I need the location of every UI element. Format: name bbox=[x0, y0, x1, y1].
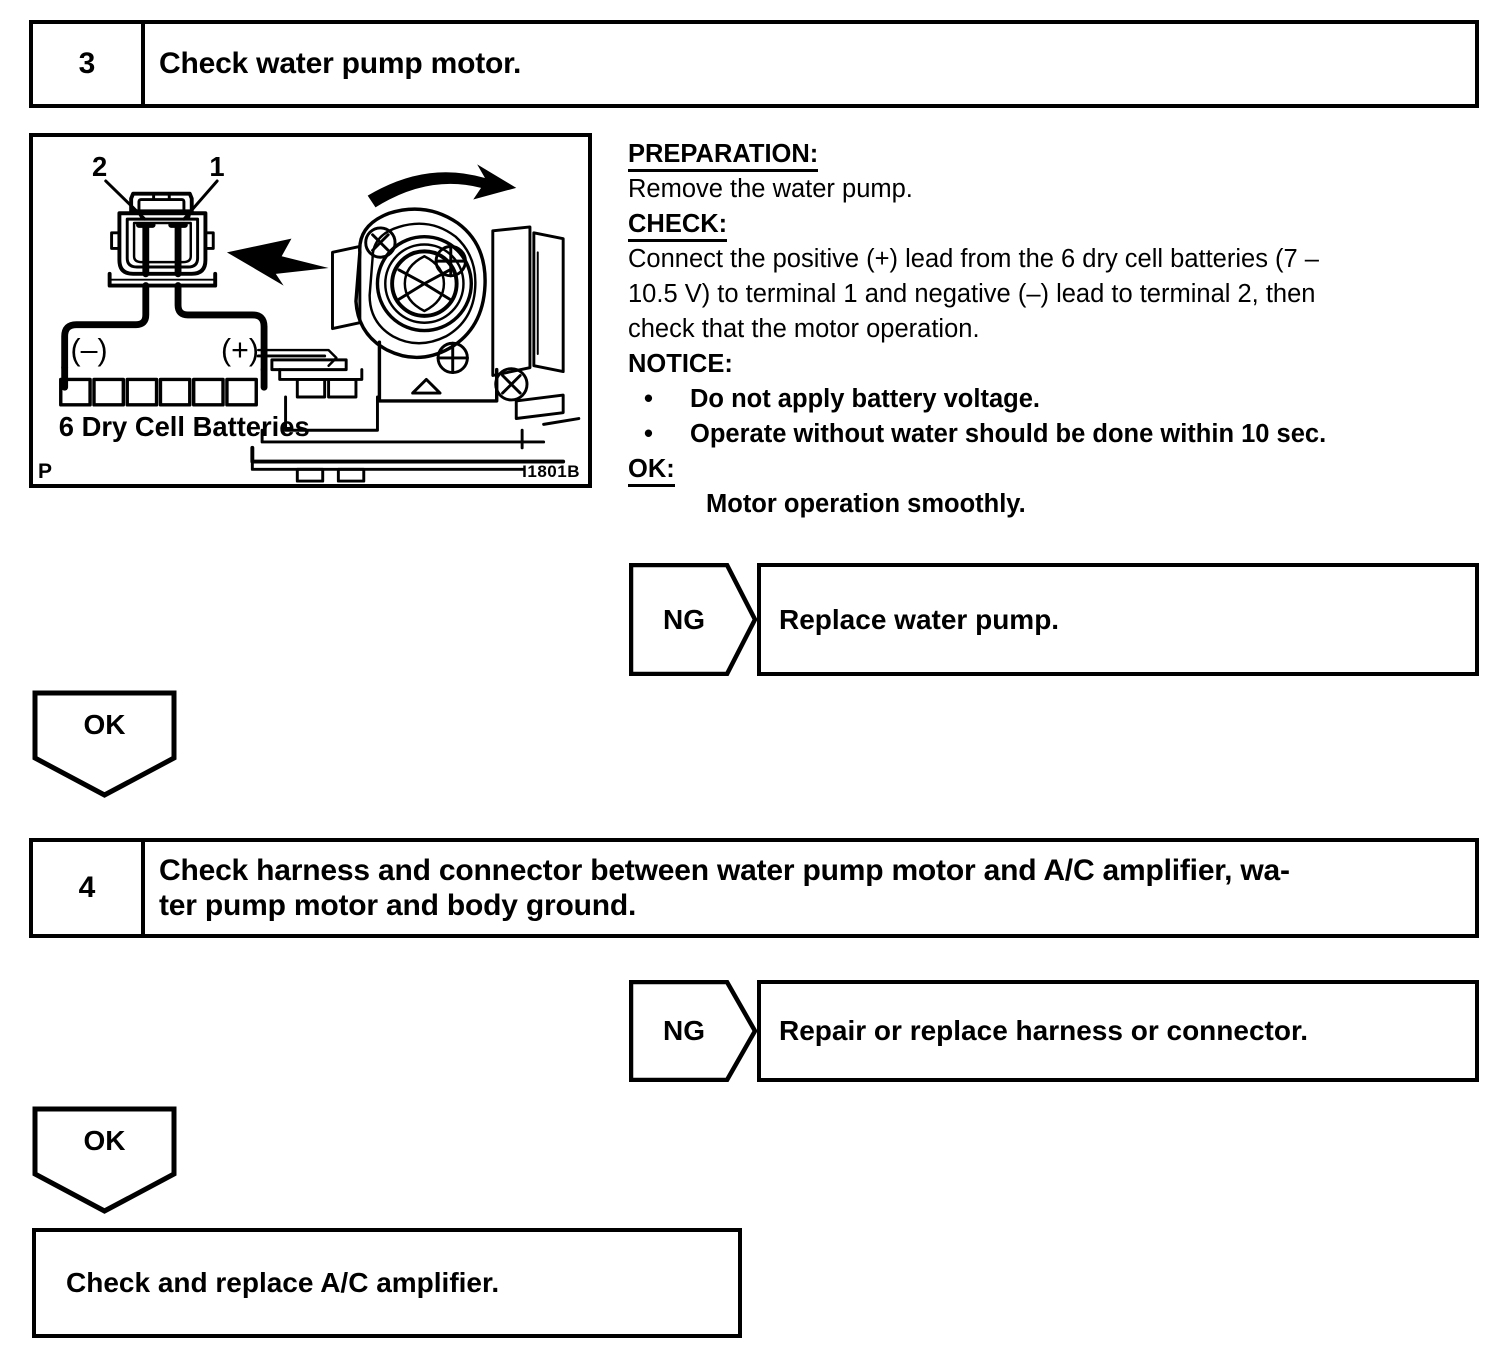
step-3-ng-action: Replace water pump. bbox=[757, 563, 1479, 676]
check-text-line-1: Connect the positive (+) lead from the 6… bbox=[628, 245, 1319, 273]
notice-item-1-text: Do not apply battery voltage. bbox=[690, 385, 1040, 413]
step-3-number: 3 bbox=[33, 24, 145, 104]
notice-item-2-text: Operate without water should be done wit… bbox=[690, 420, 1327, 448]
bullet-icon: • bbox=[644, 420, 653, 448]
water-pump-motor-diagram: 2 1 (–) (+) 6 Dry Cell Batteries bbox=[59, 151, 581, 483]
step-4-number: 4 bbox=[33, 842, 145, 934]
step-4-ng-branch: NG Repair or replace harness or connecto… bbox=[629, 980, 1479, 1082]
step-4-ok-label: OK bbox=[83, 1124, 126, 1156]
step-3-ng-tag: NG bbox=[629, 563, 757, 676]
step-4-title: Check harness and connector between wate… bbox=[145, 842, 1475, 934]
step-4-header: 4 Check harness and connector between wa… bbox=[29, 838, 1479, 938]
check-label: CHECK: bbox=[628, 209, 728, 242]
ok-criteria-text: Motor operation smoothly. bbox=[706, 490, 1026, 518]
step-4-ng-action: Repair or replace harness or connector. bbox=[757, 980, 1479, 1082]
illustration-page-mark: P bbox=[38, 460, 53, 483]
step-4-ng-tag: NG bbox=[629, 980, 757, 1082]
step-3-ng-label: NG bbox=[663, 603, 705, 635]
preparation-label: PREPARATION: bbox=[628, 139, 819, 172]
bullet-icon: • bbox=[644, 385, 653, 413]
step-3-ng-branch: NG Replace water pump. bbox=[629, 563, 1479, 676]
ok-down-arrow-shape bbox=[32, 690, 177, 798]
step-3-header: 3 Check water pump motor. bbox=[29, 20, 1479, 108]
battery-negative-label: (–) bbox=[71, 334, 108, 367]
notice-item-2: • Operate without water should be done w… bbox=[628, 417, 1484, 452]
notice-label: NOTICE: bbox=[628, 350, 733, 378]
step-4-title-line-1: Check harness and connector between wate… bbox=[159, 853, 1290, 887]
step-3-ok-label: OK bbox=[83, 708, 126, 740]
callout-terminal-1-label: 1 bbox=[209, 151, 224, 182]
callout-terminal-2-label: 2 bbox=[92, 151, 107, 182]
ok-label: OK: bbox=[628, 454, 675, 487]
ng-pentagon-shape bbox=[629, 980, 757, 1082]
step-4-ok-branch: OK bbox=[32, 1106, 177, 1214]
final-action-text: Check and replace A/C amplifier. bbox=[66, 1267, 500, 1298]
final-action-box: Check and replace A/C amplifier. bbox=[32, 1228, 742, 1338]
battery-caption: 6 Dry Cell Batteries bbox=[59, 411, 310, 442]
illustration-figure-code: I1801B bbox=[522, 462, 580, 481]
step-4-title-line-2: ter pump motor and body ground. bbox=[159, 889, 637, 922]
ok-down-arrow-shape bbox=[32, 1106, 177, 1214]
step-3-illustration-panel: 2 1 (–) (+) 6 Dry Cell Batteries P I1801… bbox=[29, 133, 592, 488]
step-3-ok-branch: OK bbox=[32, 690, 177, 798]
ng-pentagon-shape bbox=[629, 563, 757, 676]
step-3-procedure-text: PREPARATION: Remove the water pump. CHEC… bbox=[628, 137, 1484, 522]
step-4-ng-label: NG bbox=[663, 1015, 705, 1046]
preparation-text: Remove the water pump. bbox=[628, 175, 913, 203]
check-text-line-3: check that the motor operation. bbox=[628, 315, 980, 343]
notice-item-1: • Do not apply battery voltage. bbox=[628, 382, 1484, 417]
check-text-line-2: 10.5 V) to terminal 1 and negative (–) l… bbox=[628, 280, 1316, 308]
step-3-title: Check water pump motor. bbox=[159, 47, 522, 81]
battery-positive-label: (+) bbox=[221, 334, 259, 367]
